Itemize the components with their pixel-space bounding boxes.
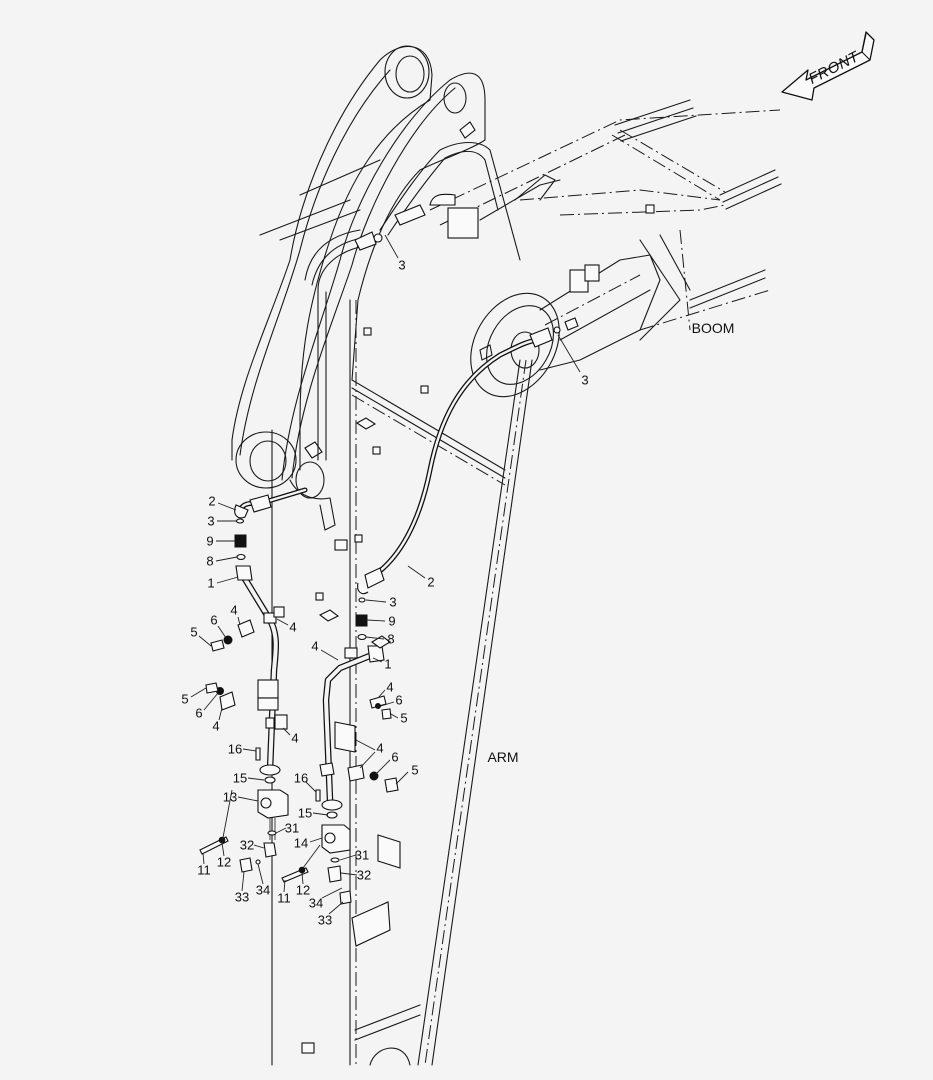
part-callout-12: 12 <box>295 882 311 898</box>
part-callout-31: 31 <box>284 820 300 836</box>
part-callout-4: 4 <box>386 679 394 695</box>
pipe-1-left <box>199 518 289 873</box>
arm-structure <box>271 299 533 1066</box>
pipe-1-right <box>281 597 399 905</box>
part-callout-5: 5 <box>190 624 198 640</box>
part-callout-16: 16 <box>293 770 309 786</box>
part-callout-31: 31 <box>354 847 370 863</box>
arm-small-details <box>301 327 429 1054</box>
part-callout-8: 8 <box>387 631 395 647</box>
part-callout-9: 9 <box>206 533 214 549</box>
part-callout-34: 34 <box>255 882 271 898</box>
part-callout-5: 5 <box>181 691 189 707</box>
hose-2-right <box>357 317 579 595</box>
part-callout-4: 4 <box>376 740 384 756</box>
part-callout-3: 3 <box>398 257 406 273</box>
part-callout-12: 12 <box>216 854 232 870</box>
part-callout-32: 32 <box>356 867 372 883</box>
boom-label: BOOM <box>691 320 735 336</box>
front-arrow-icon <box>781 31 875 101</box>
boom-structure <box>429 99 782 341</box>
part-callout-3: 3 <box>581 372 589 388</box>
part-callout-15: 15 <box>232 770 248 786</box>
hose-2-left <box>234 487 308 519</box>
part-callout-32: 32 <box>239 837 255 853</box>
arm-bracket-plates <box>231 45 486 531</box>
part-callout-4: 4 <box>212 718 220 734</box>
part-callout-5: 5 <box>411 762 419 778</box>
part-callout-11: 11 <box>197 862 211 878</box>
part-callout-13: 13 <box>222 789 238 805</box>
upper-pipe-run <box>304 141 521 461</box>
part-callout-15: 15 <box>297 805 313 821</box>
part-callout-5: 5 <box>400 710 408 726</box>
part-callout-6: 6 <box>391 749 399 765</box>
part-callout-33: 33 <box>317 912 333 928</box>
part-callout-1: 1 <box>384 656 392 672</box>
arm-label: ARM <box>487 749 519 765</box>
part-callout-4: 4 <box>230 602 238 618</box>
part-callout-2: 2 <box>208 493 216 509</box>
part-callout-3: 3 <box>389 594 397 610</box>
part-callout-4: 4 <box>311 638 319 654</box>
part-callout-6: 6 <box>195 705 203 721</box>
part-callout-16: 16 <box>227 741 243 757</box>
part-callout-6: 6 <box>395 692 403 708</box>
part-callout-33: 33 <box>234 889 250 905</box>
part-callout-9: 9 <box>388 613 396 629</box>
part-callout-3: 3 <box>207 513 215 529</box>
part-callout-6: 6 <box>210 612 218 628</box>
part-callout-2: 2 <box>427 574 435 590</box>
part-callout-1: 1 <box>207 575 215 591</box>
part-callout-8: 8 <box>206 553 214 569</box>
boom-bolt-icon <box>645 204 655 214</box>
part-callout-4: 4 <box>291 730 299 746</box>
boom-foot-pivot <box>470 254 661 398</box>
part-callout-14: 14 <box>293 835 309 851</box>
part-callout-34: 34 <box>308 895 324 911</box>
part-callout-11: 11 <box>277 890 291 906</box>
part-callout-4: 4 <box>289 619 297 635</box>
leader-lines <box>190 234 581 915</box>
